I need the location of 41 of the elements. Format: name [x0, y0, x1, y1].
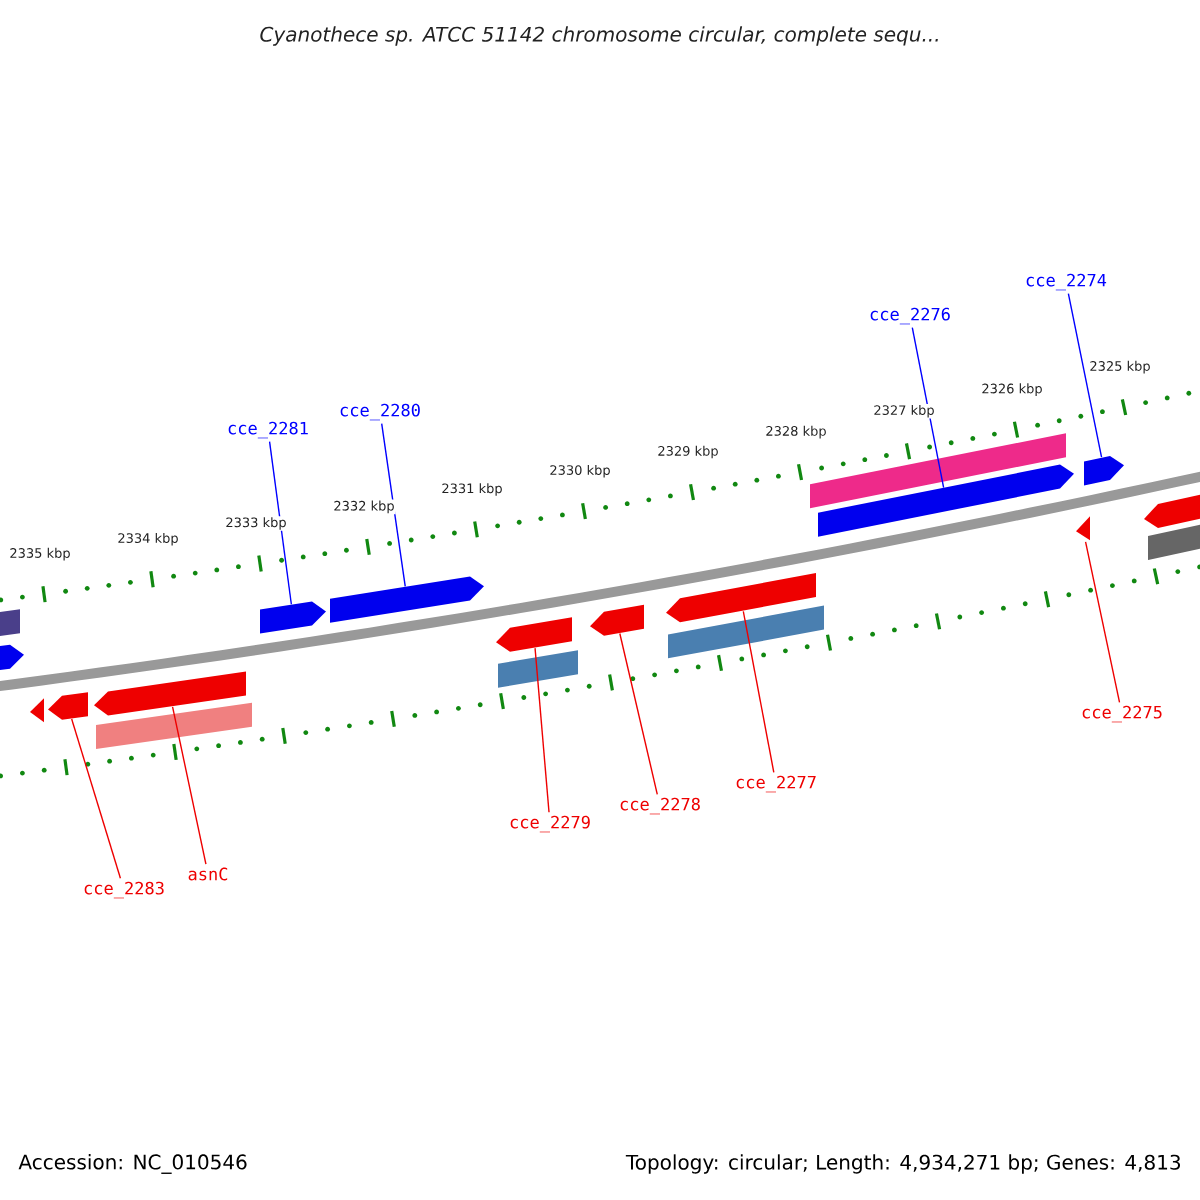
gene-label: cce_2277	[736, 775, 816, 793]
gene-block	[496, 617, 572, 652]
gene-block	[96, 702, 252, 750]
gene-block	[260, 601, 326, 634]
gene-block	[818, 464, 1074, 537]
gene-block	[666, 573, 816, 623]
gene-label: cce_2280	[340, 403, 420, 421]
gene-label: cce_2283	[84, 881, 164, 899]
gene-block	[1148, 520, 1200, 561]
gene-block	[1084, 456, 1124, 486]
gene-block	[48, 692, 88, 720]
leader-line	[911, 327, 945, 489]
gene-block	[498, 650, 578, 688]
gene-block	[0, 609, 20, 638]
leader-line	[1067, 293, 1103, 458]
footer-text: Topology: circular; Length: 4,934,271 bp; Genes: 4,813	[625, 1154, 1180, 1174]
leader-line	[534, 647, 550, 813]
leader-line	[619, 632, 658, 795]
gene-label: cce_2274	[1026, 273, 1107, 291]
gene-label: cce_2275	[1082, 705, 1162, 723]
leader-line	[171, 706, 207, 865]
leader-line	[70, 718, 122, 879]
leader-line	[742, 610, 775, 773]
title: Cyanothece sp. ATCC 51142 chromosome circular, complete sequ...	[260, 26, 938, 46]
gene-label: cce_2281	[228, 421, 308, 439]
gene-block	[30, 698, 44, 723]
gene-block	[94, 671, 246, 716]
leader-line	[268, 441, 293, 605]
gene-label: cce_2279	[510, 815, 590, 833]
footer-text: Accession: NC_010546	[18, 1154, 247, 1174]
leader-line	[381, 423, 406, 588]
gene-label: cce_2278	[620, 797, 700, 815]
gene-block	[1076, 516, 1090, 541]
gene-block	[0, 644, 24, 672]
gene-label: asnC	[188, 867, 228, 881]
gene-block	[668, 605, 824, 659]
gene-label: cce_2276	[870, 307, 950, 325]
gene-block	[1144, 490, 1200, 528]
leader-line	[1084, 541, 1121, 703]
gene-block	[590, 604, 644, 636]
gene-block	[330, 576, 484, 623]
